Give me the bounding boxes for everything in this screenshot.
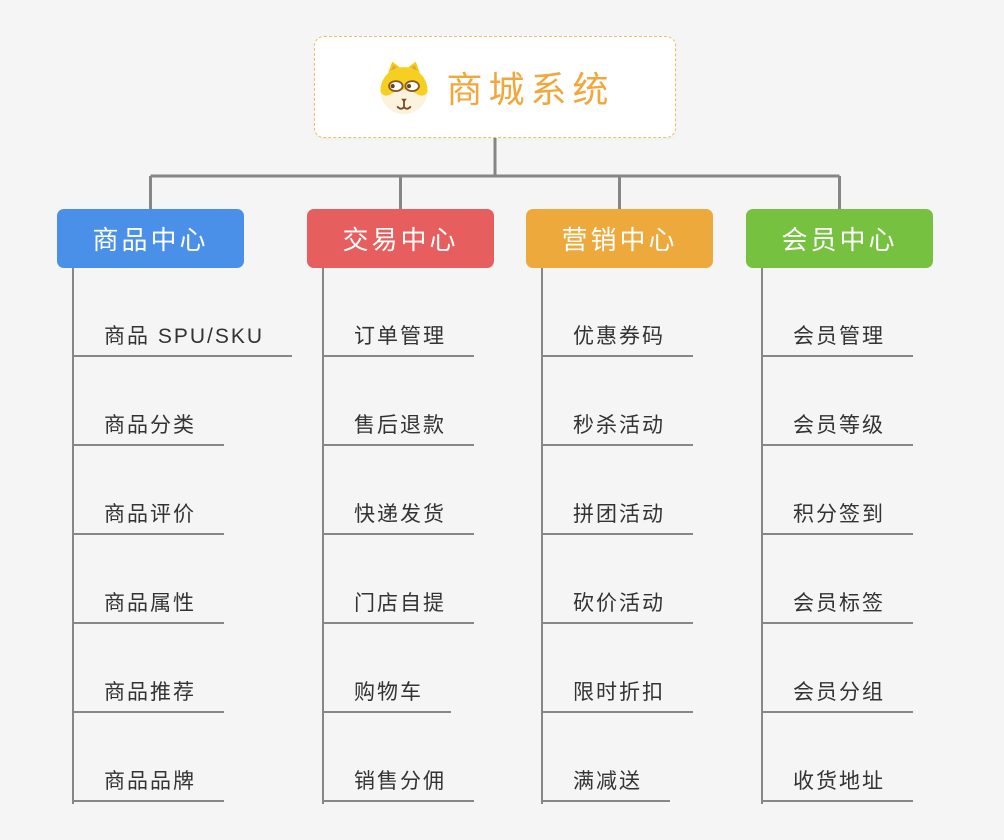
branch-item-label: 会员标签 bbox=[793, 591, 885, 615]
branch-item-label: 限时折扣 bbox=[573, 680, 665, 704]
branch-item[interactable]: 会员分组 bbox=[761, 624, 913, 713]
branch-item-label: 会员管理 bbox=[793, 324, 885, 348]
branch-item[interactable]: 商品推荐 bbox=[72, 624, 224, 713]
branch-item[interactable]: 销售分佣 bbox=[322, 713, 474, 802]
branch-item-label: 订单管理 bbox=[354, 324, 446, 348]
branch-item-label: 快递发货 bbox=[354, 502, 446, 526]
branch-items: 优惠券码秒杀活动拼团活动砍价活动限时折扣满减送 bbox=[541, 268, 693, 802]
branch-item-label: 积分签到 bbox=[793, 502, 885, 526]
dog-face-icon bbox=[380, 61, 429, 115]
branch-item[interactable]: 砍价活动 bbox=[541, 535, 693, 624]
branch-item-label: 会员等级 bbox=[793, 413, 885, 437]
branch-item[interactable]: 快递发货 bbox=[322, 446, 474, 535]
branch-item-label: 商品属性 bbox=[104, 591, 196, 615]
branch-item-label: 砍价活动 bbox=[573, 591, 665, 615]
branch-header[interactable]: 商品中心 bbox=[57, 209, 244, 268]
branch-item[interactable]: 拼团活动 bbox=[541, 446, 693, 535]
branch-item[interactable]: 满减送 bbox=[541, 713, 670, 802]
branch-item[interactable]: 秒杀活动 bbox=[541, 357, 693, 446]
branch-item-label: 销售分佣 bbox=[354, 769, 446, 793]
branch-item-label: 满减送 bbox=[573, 769, 642, 793]
branch-item[interactable]: 会员等级 bbox=[761, 357, 913, 446]
branch-header[interactable]: 交易中心 bbox=[307, 209, 494, 268]
branch-item[interactable]: 优惠券码 bbox=[541, 268, 693, 357]
branch-item-label: 拼团活动 bbox=[573, 502, 665, 526]
branch-item-label: 商品 SPU/SKU bbox=[104, 324, 265, 348]
branch-item-label: 售后退款 bbox=[354, 413, 446, 437]
branch-item-label: 购物车 bbox=[354, 680, 423, 704]
branch-item[interactable]: 限时折扣 bbox=[541, 624, 693, 713]
branch-item[interactable]: 会员标签 bbox=[761, 535, 913, 624]
branch-trunk-line bbox=[761, 268, 763, 804]
root-title: 商城系统 bbox=[446, 69, 615, 110]
branch-2: 交易中心订单管理售后退款快递发货门店自提购物车销售分佣 bbox=[307, 209, 494, 804]
branch-item-label: 商品推荐 bbox=[104, 680, 196, 704]
branch-item[interactable]: 积分签到 bbox=[761, 446, 913, 535]
branch-1: 商品中心商品 SPU/SKU 商品分类商品评价商品属性商品推荐商品品牌 bbox=[57, 209, 293, 804]
branch-item[interactable]: 收货地址 bbox=[761, 713, 913, 802]
branch-item-label: 商品分类 bbox=[104, 413, 196, 437]
branch-item-label: 优惠券码 bbox=[573, 324, 665, 348]
branch-items: 订单管理售后退款快递发货门店自提购物车销售分佣 bbox=[322, 268, 474, 802]
branch-item-label: 会员分组 bbox=[793, 680, 885, 704]
branch-items: 会员管理会员等级积分签到会员标签会员分组收货地址 bbox=[761, 268, 913, 802]
branch-4: 会员中心会员管理会员等级积分签到会员标签会员分组收货地址 bbox=[746, 209, 933, 804]
branch-item[interactable]: 商品评价 bbox=[72, 446, 224, 535]
branch-item-label: 商品评价 bbox=[104, 502, 196, 526]
branch-item-label: 商品品牌 bbox=[104, 769, 196, 793]
branch-item-label: 收货地址 bbox=[793, 769, 885, 793]
branch-item-label: 门店自提 bbox=[354, 591, 446, 615]
root-node[interactable]: 商城系统 bbox=[314, 36, 676, 138]
branch-item[interactable]: 商品 SPU/SKU bbox=[72, 268, 293, 357]
branch-header[interactable]: 会员中心 bbox=[746, 209, 933, 268]
branch-item[interactable]: 商品分类 bbox=[72, 357, 224, 446]
branch-item[interactable]: 商品品牌 bbox=[72, 713, 224, 802]
branch-header[interactable]: 营销中心 bbox=[526, 209, 713, 268]
branch-items: 商品 SPU/SKU 商品分类商品评价商品属性商品推荐商品品牌 bbox=[72, 268, 293, 802]
branch-item[interactable]: 门店自提 bbox=[322, 535, 474, 624]
branch-trunk-line bbox=[322, 268, 324, 804]
branch-trunk-line bbox=[541, 268, 543, 804]
branch-3: 营销中心优惠券码秒杀活动拼团活动砍价活动限时折扣满减送 bbox=[526, 209, 713, 804]
branch-item[interactable]: 商品属性 bbox=[72, 535, 224, 624]
branch-item-label: 秒杀活动 bbox=[573, 413, 665, 437]
branch-item[interactable]: 售后退款 bbox=[322, 357, 474, 446]
branch-item[interactable]: 购物车 bbox=[322, 624, 451, 713]
branch-item[interactable]: 会员管理 bbox=[761, 268, 913, 357]
branch-item[interactable]: 订单管理 bbox=[322, 268, 474, 357]
branch-trunk-line bbox=[72, 268, 74, 804]
